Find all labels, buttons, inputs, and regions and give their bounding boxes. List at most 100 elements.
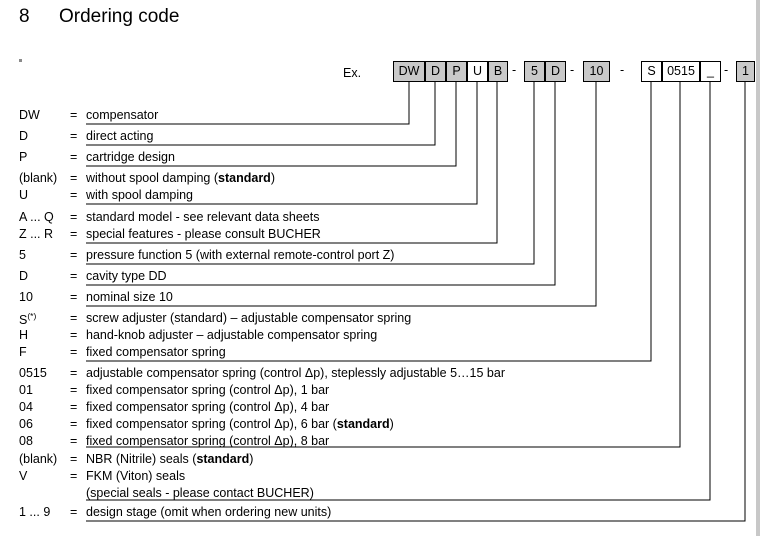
legend-code: Z ... R: [19, 227, 54, 241]
legend-row: (blank) = without spool damping (standard): [0, 171, 760, 191]
legend-row: 0515=adjustable compensator spring (cont…: [0, 366, 760, 386]
leader-d: [86, 82, 436, 146]
page-right-edge: [756, 0, 760, 536]
legend-row: D = cavity type DD: [0, 269, 760, 289]
section-number: 8: [19, 6, 30, 27]
code-box-1: 1: [736, 61, 755, 82]
legend-description: with spool damping: [86, 188, 194, 202]
legend-equals: =: [70, 290, 78, 304]
legend-code: U: [19, 188, 29, 202]
legend-code: D: [19, 129, 29, 143]
legend-description: design stage (omit when ordering new uni…: [86, 505, 332, 519]
legend-equals: =: [70, 345, 78, 359]
legend-row: V=FKM (Viton) seals: [0, 469, 760, 489]
legend-emphasis: standard: [218, 171, 271, 185]
page-title: Ordering code: [59, 6, 180, 27]
code-box-s: S: [641, 61, 662, 82]
legend-row: H=hand-knob adjuster – adjustable compen…: [0, 328, 760, 348]
legend-description: hand-knob adjuster – adjustable compensa…: [86, 328, 378, 342]
legend-code: 06: [19, 417, 33, 431]
leader-0515: [86, 82, 681, 448]
leader-dd: [86, 82, 556, 286]
legend-row: 06 = fixed compensator spring (control Δp)…: [0, 417, 760, 437]
legend-code: 08: [19, 434, 33, 448]
legend-equals: =: [70, 227, 78, 241]
leader-b: [86, 82, 498, 244]
legend-row: U = with spool damping: [0, 188, 760, 208]
leader-seal: [86, 82, 711, 501]
legend-description: (special seals - please contact BUCHER): [86, 486, 314, 500]
legend-code: S(*): [19, 311, 37, 328]
code-box-p: P: [446, 61, 467, 82]
code-box-u: U: [467, 61, 488, 82]
legend-equals: =: [70, 505, 78, 519]
legend-row: DW=compensator: [0, 108, 760, 128]
leader-u: [86, 82, 478, 205]
legend-equals: =: [70, 383, 78, 397]
legend-row: A ... Q=standard model - see relevant da…: [0, 210, 760, 230]
legend-code: 04: [19, 400, 33, 414]
legend-code: (blank): [19, 171, 58, 185]
legend-emphasis: standard: [196, 452, 250, 466]
code-separator: -: [570, 63, 575, 77]
legend-code: (blank): [19, 452, 58, 466]
leader-10: [86, 82, 597, 307]
leader-s: [86, 82, 652, 362]
code-box-dw: DW: [393, 61, 425, 82]
legend-emphasis: standard: [336, 417, 390, 431]
legend-equals: =: [70, 452, 78, 466]
legend-row: D=direct acting: [0, 129, 760, 149]
code-box-10: 10: [583, 61, 610, 82]
legend-equals: =: [70, 417, 78, 431]
legend-code: D: [19, 269, 29, 283]
legend-description: direct acting: [86, 129, 154, 143]
legend-description: nominal size 10: [86, 290, 173, 304]
code-box-5: 5: [524, 61, 545, 82]
legend-row: (blank) = NBR (Nitrile) seals (standard): [0, 452, 760, 472]
example-label: Ex.: [343, 66, 362, 80]
page-speck: [19, 59, 22, 62]
legend-equals: =: [70, 269, 78, 283]
legend-equals: =: [70, 469, 78, 483]
legend-equals: =: [70, 434, 78, 448]
legend-code-footnote: (*): [27, 311, 37, 321]
legend-row: 5=pressure function 5 (with external rem…: [0, 248, 760, 268]
legend-description: cavity type DD: [86, 269, 167, 283]
legend-description: fixed compensator spring: [86, 345, 226, 359]
legend-row: 04 = fixed compensator spring (control Δp)…: [0, 400, 760, 420]
legend-code: 0515: [19, 366, 47, 380]
legend-description: NBR (Nitrile) seals (standard): [86, 452, 254, 466]
leader-5: [86, 82, 535, 265]
legend-description: fixed compensator spring (control Δp), 4…: [86, 400, 330, 414]
legend-row: P=cartridge design: [0, 150, 760, 170]
legend-description: cartridge design: [86, 150, 175, 164]
code-box-0515: 0515: [662, 61, 700, 82]
legend-equals: =: [70, 171, 78, 185]
code-box-: _: [700, 61, 721, 82]
legend-description: screw adjuster (standard) – adjustable c…: [86, 311, 412, 325]
legend-description: fixed compensator spring (control Δp), 6…: [86, 417, 394, 431]
leader-p: [86, 82, 457, 167]
legend-equals: =: [70, 328, 78, 342]
legend-row: 1 ... 9=design stage (omit when ordering…: [0, 505, 760, 525]
code-separator: -: [724, 63, 729, 77]
leader-dw: [86, 82, 410, 125]
code-box-d: D: [425, 61, 446, 82]
legend-equals: =: [70, 400, 78, 414]
legend-description: without spool damping (standard): [86, 171, 275, 185]
code-separator: -: [512, 63, 517, 77]
legend-description: special features - please consult BUCHER: [86, 227, 321, 241]
legend-description: compensator: [86, 108, 159, 122]
legend-code: F: [19, 345, 27, 359]
legend-equals: =: [70, 210, 78, 224]
legend-equals: =: [70, 150, 78, 164]
legend-code: DW: [19, 108, 40, 122]
legend-code: A ... Q: [19, 210, 54, 224]
legend-row: (special seals - please contact BUCHER): [0, 486, 760, 506]
legend-equals: =: [70, 188, 78, 202]
legend-code: 10: [19, 290, 33, 304]
legend-row: S(*)=screw adjuster (standard) – adjusta…: [0, 311, 760, 331]
code-box-b: B: [488, 61, 508, 82]
